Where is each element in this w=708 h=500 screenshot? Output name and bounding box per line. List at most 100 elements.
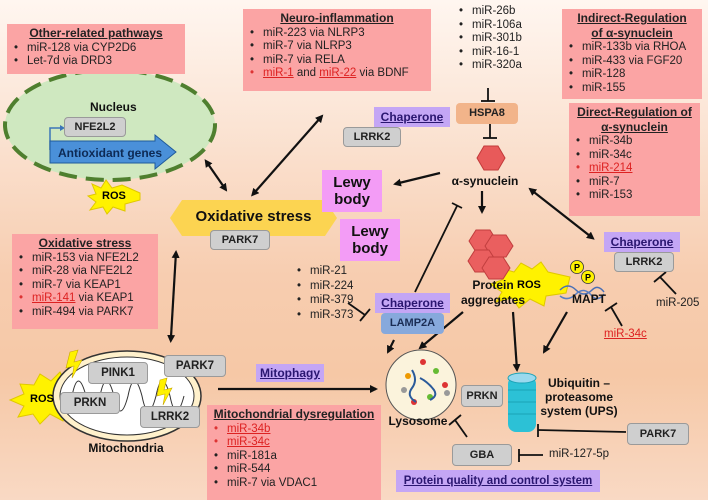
lrrk2-top: LRRK2: [343, 127, 401, 147]
prkn-ups: PRKN: [461, 385, 503, 407]
pink1-protein: PINK1: [88, 362, 148, 384]
inhibit-park7-ups: [537, 429, 627, 433]
arrow-synuclein-lewy: [393, 171, 441, 187]
arrow-oxidative-neuroinflammation: [251, 114, 324, 197]
mitophagy-label: Mitophagy: [256, 364, 324, 382]
mito-dysregulation-box: Mitochondrial dysregulation miR-34b miR-…: [207, 405, 381, 500]
list-item: miR-320a: [459, 59, 522, 73]
direct-regulation-subtitle: α-synuclein: [601, 119, 668, 134]
nfe2l2-gene: NFE2L2: [64, 117, 126, 137]
antioxidant-arrow-shape: [49, 133, 177, 171]
mirna-highlight: miR-1: [263, 67, 294, 79]
protein-quality-label: Protein quality and control system: [396, 470, 600, 492]
park7-mito: PARK7: [164, 355, 226, 377]
hspa8-mirna-list: miR-26b miR-106a miR-301b miR-16-1 miR-3…: [458, 5, 522, 73]
list-item: miR-21: [297, 264, 353, 279]
lamp2a-box: LAMP2A: [381, 313, 444, 334]
indirect-regulation-title: Indirect-Regulation: [577, 11, 687, 25]
svg-text:P: P: [574, 263, 580, 273]
list-item: miR-214: [576, 162, 694, 176]
list-item: miR-16-1: [459, 46, 522, 60]
list-item: miR-28 via NFE2L2: [19, 265, 152, 279]
mapt-label: MAPT: [572, 292, 606, 306]
list-item: miR-494 via PARK7: [19, 306, 152, 320]
list-item: Let-7d via DRD3: [14, 55, 179, 69]
protein-aggregates-label: Protein aggregates: [460, 278, 526, 307]
inhibit-gba-lysosome: [454, 419, 468, 438]
mir205-label: miR-205: [656, 297, 700, 309]
list-item: miR-34c: [576, 149, 694, 163]
list-item: miR-106a: [459, 19, 522, 33]
gba-box: GBA: [452, 444, 512, 466]
list-item: miR-34b: [214, 423, 375, 437]
mir127-label: miR-127-5p: [549, 448, 610, 460]
oxidative-stress-hub-label: Oxidative stress: [195, 208, 312, 225]
mirna-highlight: miR-141: [32, 292, 76, 304]
protein-aggregates-shape: [467, 229, 514, 280]
list-item: miR-544: [214, 463, 375, 477]
arrow-aggregates-ups: [511, 311, 521, 372]
list-item: miR-433 via FGF20: [569, 55, 696, 69]
list-item: miR-7 via VDAC1: [214, 477, 375, 491]
proteasome-shape: [507, 372, 537, 432]
svg-text:P: P: [585, 273, 591, 283]
oxidative-stress-title: Oxidative stress: [38, 236, 132, 250]
list-item: miR-7 via RELA: [250, 54, 425, 68]
other-pathways-title: Other-related pathways: [29, 26, 163, 40]
list-item: miR-133b via RHOA: [569, 41, 696, 55]
list-item: miR-1 and miR-22 via BDNF: [250, 67, 425, 81]
lrrk2-right: LRRK2: [614, 252, 674, 272]
inhibit-mir34c-mapt: [610, 306, 623, 327]
ros-label: ROS: [30, 393, 54, 405]
mir34c-mapt-label: miR-34c: [604, 328, 647, 340]
list-item: miR-26b: [459, 5, 522, 19]
list-item: miR-223 via NLRP3: [250, 27, 425, 41]
lrrk2-mito: LRRK2: [140, 406, 200, 428]
arrow-nucleus-oxidative: [204, 159, 228, 192]
park7-ups: PARK7: [627, 423, 689, 445]
neuroinflammation-box: Neuro-inflammation miR-223 via NLRP3 miR…: [243, 9, 431, 91]
park7-hub: PARK7: [210, 230, 270, 250]
list-item: miR-301b: [459, 32, 522, 46]
lamp2a-mirna-list: miR-21 miR-224 miR-379 miR-373: [296, 264, 354, 323]
inhibit-mir205-lrrk2: [659, 276, 677, 295]
list-item: miR-224: [297, 279, 354, 294]
list-item: miR-34b: [576, 135, 694, 149]
ros-label: ROS: [517, 279, 541, 291]
inhibit-lamp2a-synuclein: [414, 205, 458, 293]
lysosome-label: Lysosome: [388, 414, 448, 428]
list-item: miR-7 via NLRP3: [250, 40, 425, 54]
indirect-regulation-subtitle: of α-synuclein: [591, 25, 673, 40]
oxidative-stress-hub-shape: [170, 200, 337, 236]
lysosome-contents: [401, 359, 450, 405]
hspa8-box: HSPA8: [456, 103, 518, 124]
arrow-mapt-ups: [543, 311, 568, 354]
list-item: miR-128 via CYP2D6: [14, 42, 179, 56]
list-item: miR-373: [297, 308, 354, 323]
list-item: miR-155: [569, 82, 696, 96]
other-pathways-box: Other-related pathways miR-128 via CYP2D…: [7, 24, 185, 74]
list-item: miR-181a: [214, 450, 375, 464]
ros-burst-protein: [488, 261, 571, 309]
list-item: miR-379: [297, 293, 354, 308]
prkn-mito: PRKN: [60, 392, 120, 414]
list-item: miR-128: [569, 68, 696, 82]
nucleus-label: Nucleus: [90, 100, 137, 114]
list-item: miR-34c: [214, 436, 375, 450]
ups-label: Ubiquitin – proteasome system (UPS): [540, 376, 618, 418]
mapt-icon: P P: [559, 260, 605, 300]
list-item: miR-153: [576, 189, 694, 203]
ros-label: ROS: [102, 190, 126, 202]
ros-burst-nucleus: [86, 179, 141, 215]
list-item: miR-7: [576, 176, 694, 190]
alpha-synuclein-label: α-synuclein: [451, 174, 519, 188]
direct-regulation-title: Direct-Regulation of: [577, 105, 692, 119]
mirna-highlight: miR-22: [319, 67, 357, 79]
alpha-synuclein-hexagon: [476, 145, 506, 171]
mito-dysregulation-title: Mitochondrial dysregulation: [213, 407, 375, 421]
arrow-lamp2a-lysosome: [387, 339, 395, 354]
list-item: miR-141 via KEAP1: [19, 292, 152, 306]
mitochondria-label: Mitochondria: [88, 441, 164, 455]
list-item: miR-7 via KEAP1: [19, 279, 152, 293]
